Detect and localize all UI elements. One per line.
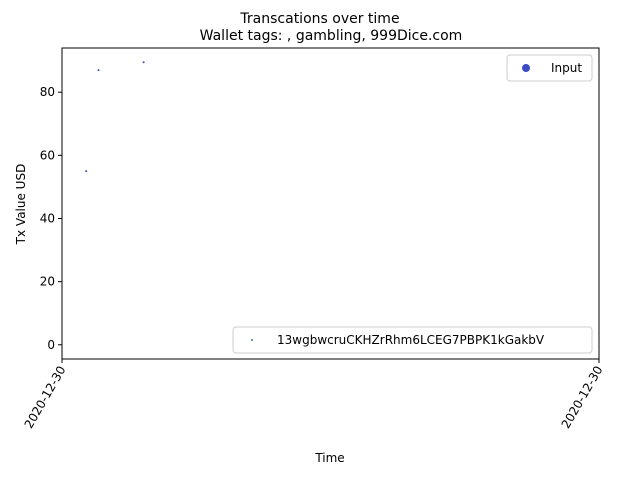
legend-address-marker bbox=[251, 339, 253, 341]
legend-bottom: 13wgbwcruCKHZrRhm6LCEG7PBPK1kGakbV bbox=[232, 326, 593, 354]
chart-suptitle: Transcations over time bbox=[239, 11, 399, 27]
plot-area bbox=[61, 47, 600, 360]
y-tick-label: 40 bbox=[40, 211, 55, 225]
x-axis-label: Time bbox=[314, 451, 344, 465]
legend-top: Input bbox=[506, 54, 593, 82]
data-point bbox=[97, 69, 100, 72]
legend-top-frame bbox=[506, 54, 593, 82]
y-axis-label: Tx Value USD bbox=[14, 164, 28, 246]
y-tick-label: 0 bbox=[47, 338, 55, 352]
data-point bbox=[85, 170, 88, 173]
y-tick-label: 80 bbox=[40, 85, 55, 99]
data-point bbox=[142, 61, 145, 64]
y-axis: 0 20 40 60 80 bbox=[40, 85, 62, 352]
legend-input-label: Input bbox=[551, 61, 582, 75]
data-points bbox=[85, 61, 145, 173]
legend-bottom-frame bbox=[232, 326, 593, 354]
legend-address-label: 13wgbwcruCKHZrRhm6LCEG7PBPK1kGakbV bbox=[277, 333, 545, 347]
y-tick-label: 60 bbox=[40, 148, 55, 162]
y-tick-label: 20 bbox=[40, 275, 55, 289]
chart-title: Wallet tags: , gambling, 999Dice.com bbox=[200, 28, 463, 44]
legend-input-marker bbox=[522, 64, 530, 72]
